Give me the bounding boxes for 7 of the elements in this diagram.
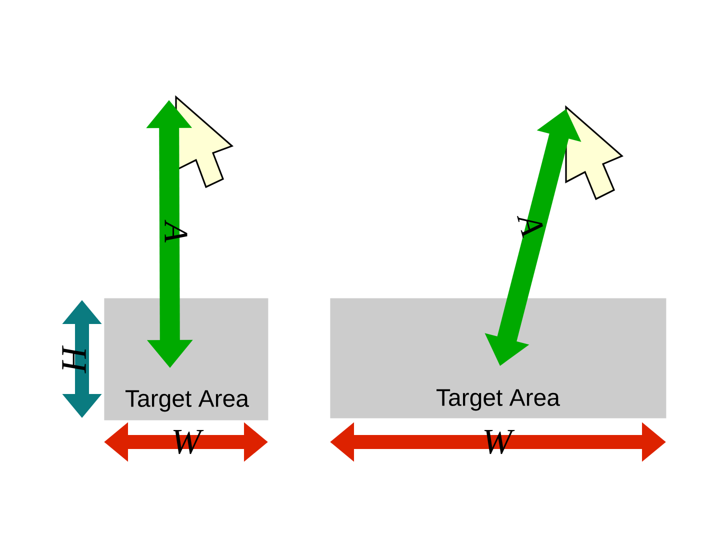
edge-label: A (517, 216, 543, 238)
target-area: Target Area (330, 298, 666, 418)
dimension-label: W (484, 430, 515, 454)
edge-label: A (164, 220, 188, 242)
dimension-label: W (173, 430, 204, 454)
target-area: Target Area (104, 298, 268, 420)
dimension-label: H (62, 345, 86, 374)
